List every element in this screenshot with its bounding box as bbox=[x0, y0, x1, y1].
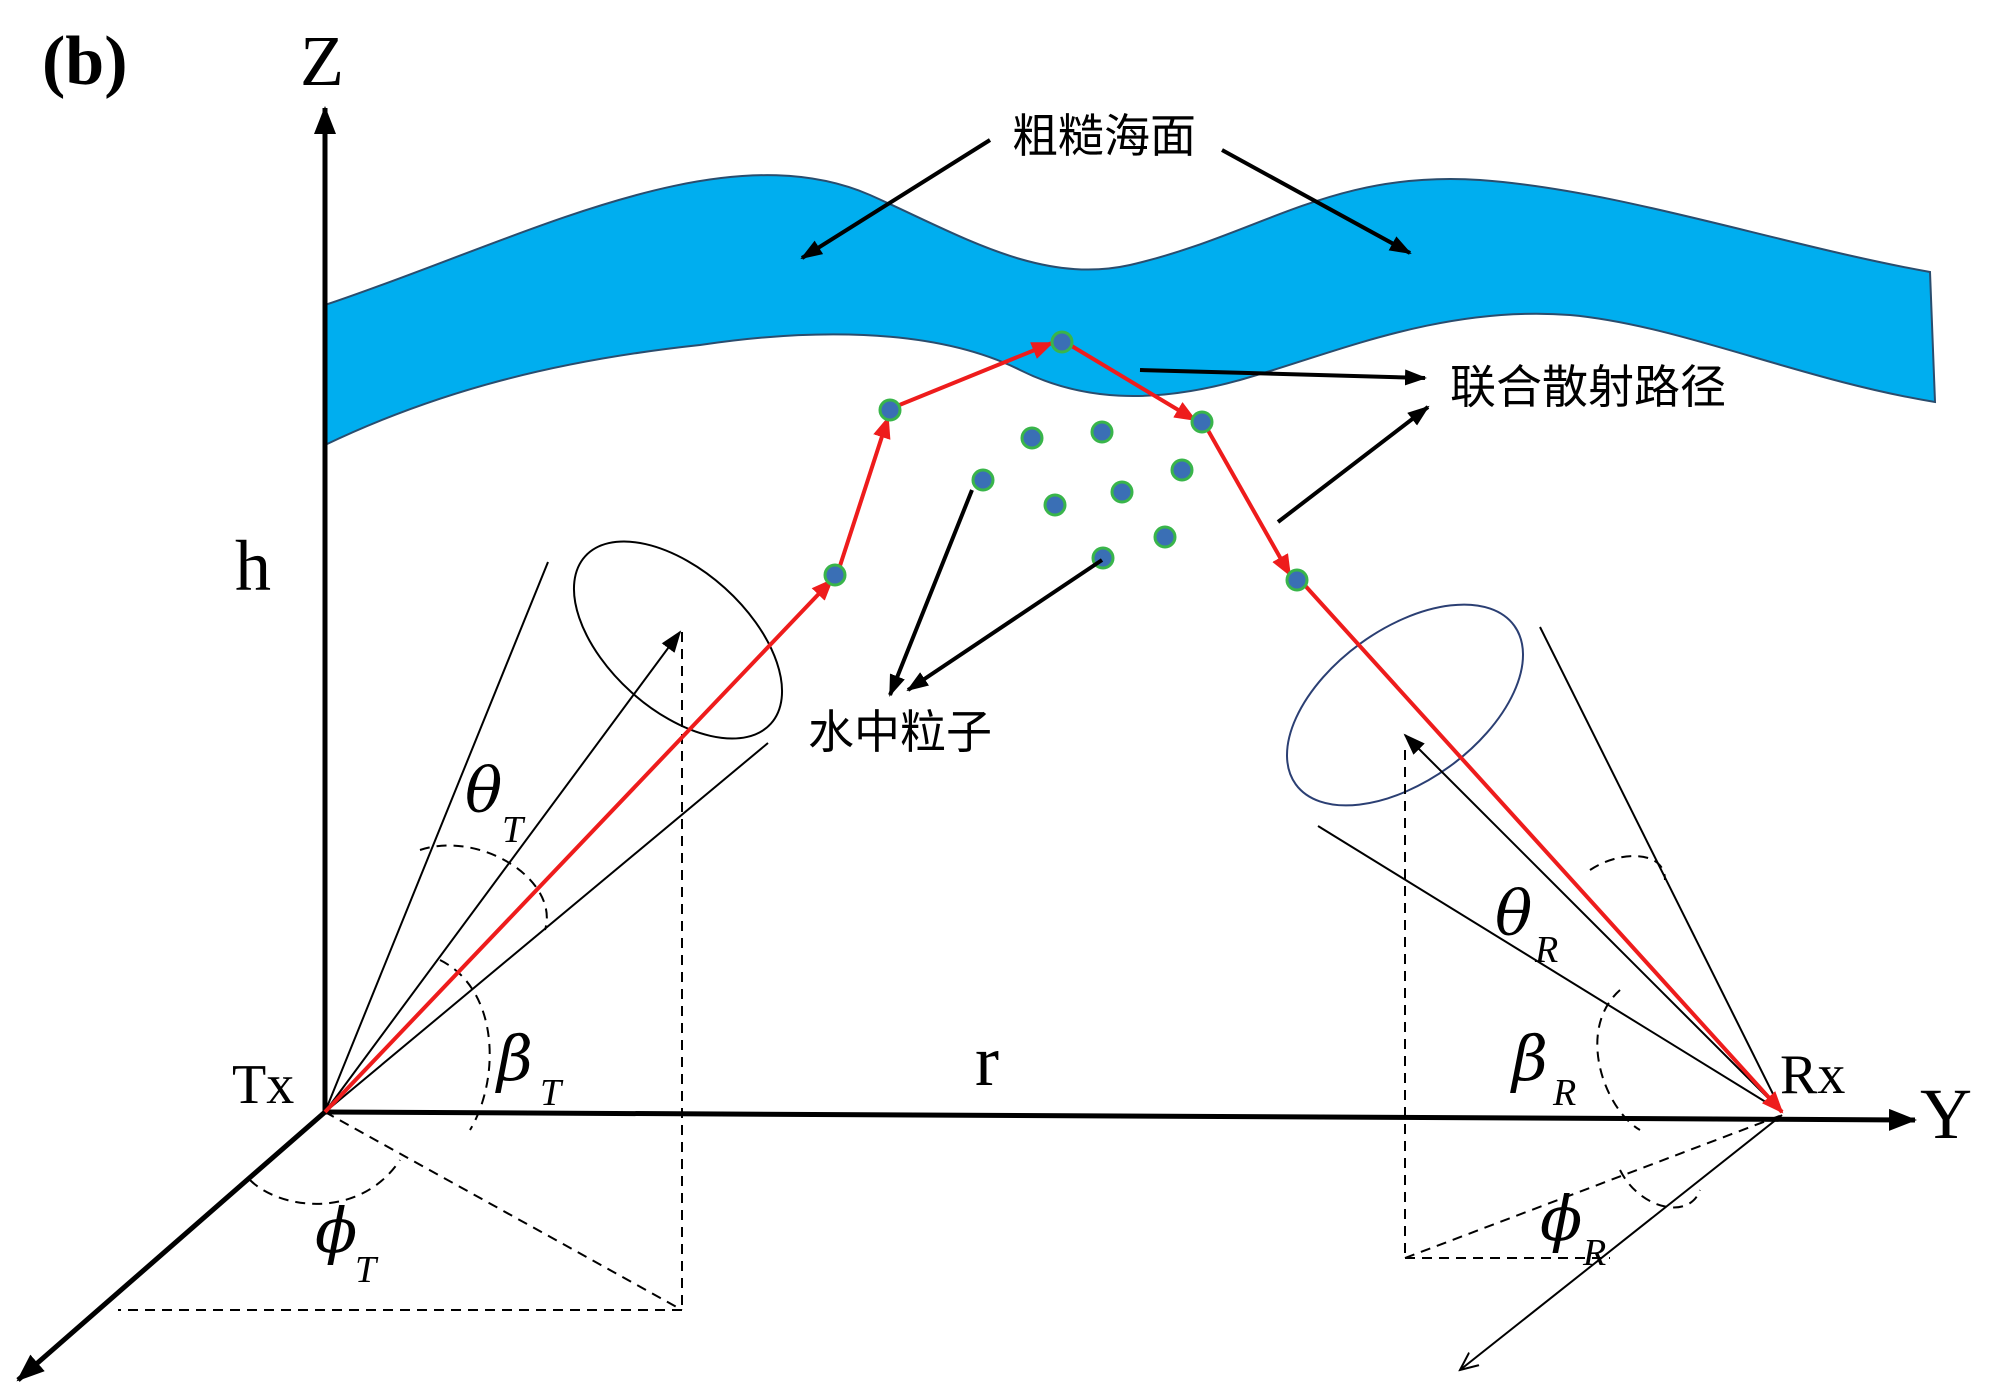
particle bbox=[1020, 426, 1044, 450]
particle bbox=[823, 563, 847, 587]
panel-label: (b) bbox=[42, 23, 128, 100]
z-axis-label: Z bbox=[300, 21, 344, 101]
y-axis bbox=[324, 1108, 1917, 1131]
receiver-x-arrow bbox=[1460, 1114, 1783, 1370]
svg-text:T: T bbox=[502, 809, 526, 851]
svg-text:ϕ: ϕ bbox=[1540, 1182, 1582, 1255]
particles bbox=[823, 330, 1309, 592]
particle bbox=[878, 398, 902, 422]
theta-r-label: θ R bbox=[1495, 877, 1558, 971]
svg-text:θ: θ bbox=[465, 754, 502, 827]
theta-t-label: θ T bbox=[465, 754, 526, 851]
svg-text:β: β bbox=[495, 1022, 533, 1095]
particle bbox=[1110, 480, 1134, 504]
phi-r-label: ϕ R bbox=[1540, 1182, 1606, 1274]
y-axis-label: Y bbox=[1920, 1074, 1972, 1154]
particle bbox=[1050, 330, 1074, 354]
beta-t-label: β T bbox=[495, 1022, 564, 1114]
particle bbox=[1153, 525, 1177, 549]
annotation-arrows bbox=[800, 138, 1430, 697]
svg-text:θ: θ bbox=[1495, 877, 1532, 950]
x-axis bbox=[16, 1110, 327, 1382]
particle bbox=[1043, 493, 1067, 517]
beta-r-label: β R bbox=[1510, 1022, 1576, 1114]
particle bbox=[1170, 458, 1194, 482]
particle bbox=[1090, 420, 1114, 444]
sea-surface-band bbox=[324, 174, 1937, 447]
svg-text:β: β bbox=[1510, 1022, 1548, 1095]
particle bbox=[1285, 568, 1309, 592]
svg-text:R: R bbox=[1582, 1232, 1606, 1274]
sea-surface-label: 粗糙海面 bbox=[1012, 109, 1196, 163]
scatter-path bbox=[323, 340, 1784, 1114]
phi-t-label: ϕ T bbox=[315, 1194, 379, 1291]
svg-text:T: T bbox=[540, 1072, 564, 1114]
transmitter-projection bbox=[118, 632, 683, 1311]
scatter-path-label: 联合散射路径 bbox=[1450, 360, 1726, 414]
svg-text:R: R bbox=[1552, 1072, 1576, 1114]
receiver-projection bbox=[1404, 750, 1783, 1259]
rx-label: Rx bbox=[1780, 1044, 1845, 1106]
particle bbox=[971, 468, 995, 492]
h-label: h bbox=[235, 526, 271, 606]
svg-text:T: T bbox=[355, 1249, 379, 1291]
particles-label: 水中粒子 bbox=[808, 705, 992, 759]
svg-text:ϕ: ϕ bbox=[315, 1194, 357, 1267]
svg-text:R: R bbox=[1534, 929, 1558, 971]
receiver-cone bbox=[1286, 603, 1783, 1113]
tx-label: Tx bbox=[232, 1054, 294, 1116]
transmitter-cone bbox=[324, 540, 784, 1113]
particle bbox=[1190, 410, 1214, 434]
r-label: r bbox=[975, 1021, 999, 1101]
